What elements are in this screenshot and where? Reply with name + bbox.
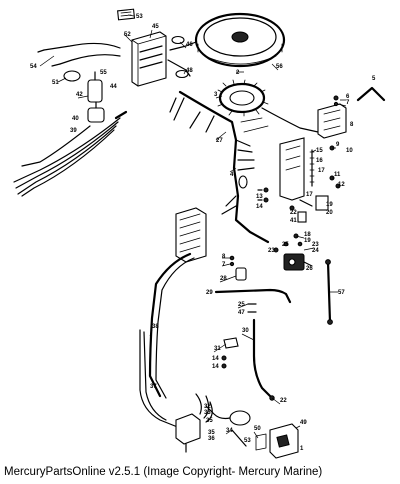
main-wiring-harness (169, 90, 270, 244)
battery-cable (214, 288, 292, 304)
callout-26: 26 (306, 266, 313, 272)
switch-box (131, 31, 167, 87)
switch-plate (255, 423, 299, 459)
harness-plug (175, 207, 207, 263)
callout-40: 40 (72, 116, 79, 122)
stator (217, 79, 319, 133)
wiring-parts-diagram: 53 52 45 54 51 55 42 40 39 44 46 48 2 3 … (13, 8, 386, 459)
callout-labels: 53 52 45 54 51 55 42 40 39 44 46 48 2 3 … (30, 14, 376, 452)
callout-19: 19 (304, 238, 311, 244)
callout-30: 30 (242, 328, 249, 334)
callout-7: 7 (346, 100, 350, 106)
callout-53: 53 (136, 14, 143, 20)
callout-15: 15 (316, 148, 323, 154)
terminal-bracket (279, 137, 341, 223)
choke-switch (205, 405, 251, 447)
callout-48: 48 (186, 68, 193, 74)
callout-35: 35 (208, 430, 215, 436)
callout-5: 5 (372, 76, 376, 82)
callout-8: 8 (350, 122, 354, 128)
callout-23: 23 (312, 242, 319, 248)
callout-32: 32 (204, 404, 211, 410)
callout-22-top: 22 (290, 210, 297, 216)
callout-7-low: 7 (222, 262, 226, 268)
callout-10: 10 (346, 148, 353, 154)
callout-55: 55 (100, 70, 107, 76)
callout-53-low: 53 (244, 438, 251, 444)
callout-2: 2 (236, 70, 240, 76)
callout-39: 39 (70, 128, 77, 134)
decal (117, 8, 136, 21)
ground-rod (326, 260, 332, 324)
callout-11: 11 (334, 172, 341, 178)
callout-1-plate: 1 (300, 446, 304, 452)
callout-45: 45 (152, 24, 159, 30)
callout-49: 49 (300, 420, 307, 426)
callout-31: 31 (214, 346, 221, 352)
callout-28: 28 (220, 276, 227, 282)
callout-37: 37 (150, 384, 157, 390)
callout-9: 9 (336, 142, 340, 148)
callout-52: 52 (124, 32, 131, 38)
callout-3-label: 3 (214, 92, 218, 98)
callout-47: 47 (238, 310, 245, 316)
callout-36: 36 (208, 436, 215, 442)
callout-25: 25 (238, 302, 245, 308)
remote-control-harness (139, 252, 195, 429)
flywheel (194, 12, 286, 68)
ground-strap (356, 86, 386, 102)
starter-solenoid (273, 233, 313, 271)
callout-16: 16 (316, 158, 323, 164)
callout-13: 13 (256, 194, 263, 200)
callout-33: 33 (204, 410, 211, 416)
screws-washers (257, 187, 269, 203)
clamps (221, 337, 275, 401)
callout-14-low: 14 (212, 356, 219, 362)
callout-41: 41 (290, 218, 297, 224)
callout-51: 51 (52, 80, 59, 86)
callout-4: 4 (230, 172, 234, 178)
callout-44: 44 (110, 84, 117, 90)
callout-46: 46 (186, 42, 193, 48)
callout-42: 42 (76, 92, 83, 98)
rectifier (317, 95, 347, 151)
callout-8-low: 8 (222, 254, 226, 260)
callout-25-top: 25 (282, 242, 289, 248)
leader-lines (39, 14, 347, 439)
callout-6: 6 (346, 94, 350, 100)
callout-54: 54 (30, 64, 37, 70)
callout-35-top: 35 (206, 418, 213, 424)
callout-17-top: 17 (318, 168, 325, 174)
callout-50: 50 (254, 426, 261, 432)
starter-cable (247, 303, 272, 398)
callout-14-low2: 14 (212, 364, 219, 370)
callout-29: 29 (206, 290, 213, 296)
callout-22: 22 (280, 398, 287, 404)
callout-38: 38 (152, 324, 159, 330)
callout-56: 56 (276, 64, 283, 70)
callout-14: 14 (256, 204, 263, 210)
callout-17: 17 (306, 192, 313, 198)
spark-plug-leads (13, 110, 128, 197)
callout-34: 34 (226, 428, 233, 434)
fuse-holder (229, 255, 247, 281)
image-caption: MercuryPartsOnline v2.5.1 (Image Copyrig… (4, 466, 323, 478)
callout-27: 27 (216, 138, 223, 144)
callout-57: 57 (338, 290, 345, 296)
callout-24: 24 (312, 248, 319, 254)
callout-18: 18 (304, 232, 311, 238)
callout-23-left: 23 (268, 248, 275, 254)
callout-20: 20 (326, 210, 333, 216)
ignition-coils (37, 35, 197, 123)
callout-19-top: 19 (326, 202, 333, 208)
callout-12: 12 (338, 182, 345, 188)
